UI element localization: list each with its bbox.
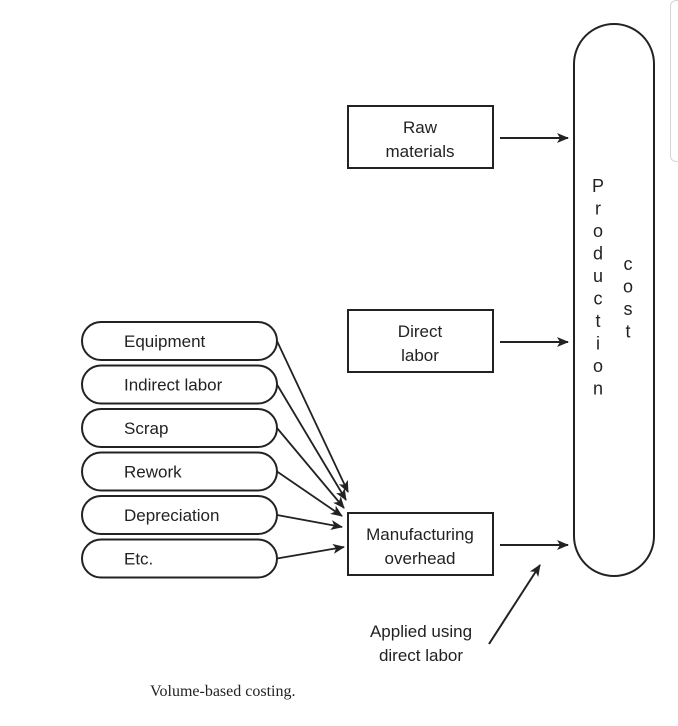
- overhead-item-arrow: [276, 543, 345, 560]
- overhead-item: Scrap: [81, 408, 278, 448]
- overhead-item-label: Scrap: [124, 419, 168, 438]
- overhead-item-arrow: [276, 427, 345, 509]
- overhead-item-label: Etc.: [124, 550, 153, 569]
- annotation-line2: direct labor: [379, 646, 463, 665]
- figure-caption: Volume-based costing.: [150, 683, 296, 700]
- overhead-item: Etc.: [81, 538, 278, 579]
- overhead-item-arrow: [276, 470, 343, 517]
- production-letter: u: [593, 266, 603, 286]
- overhead-item: Depreciation: [81, 495, 278, 535]
- production-letter: i: [596, 334, 600, 354]
- overhead-item-label: Equipment: [124, 332, 206, 351]
- raw-materials-box: Raw materials: [347, 105, 494, 169]
- overhead-label-line1: Manufacturing: [366, 525, 474, 544]
- production-letter: n: [593, 379, 603, 399]
- raw-materials-label-line2: materials: [386, 142, 455, 161]
- cost-label: cost: [623, 254, 633, 342]
- arrow-applied-using: [488, 564, 541, 645]
- production-letter: t: [595, 311, 600, 331]
- production-letter: r: [595, 199, 601, 219]
- overhead-item-arrow: [276, 340, 349, 493]
- production-letter: o: [593, 221, 603, 241]
- overhead-label-line2: overhead: [385, 549, 456, 568]
- overhead-item-arrow: [276, 514, 343, 530]
- production-letter: c: [594, 289, 603, 309]
- production-letter: P: [592, 176, 604, 196]
- production-letter: d: [593, 244, 603, 264]
- cost-letter: o: [623, 277, 633, 297]
- overhead-item-label: Rework: [124, 463, 182, 482]
- applied-using-annotation: Applied using direct labor: [370, 622, 472, 665]
- overhead-item-label: Indirect labor: [124, 376, 223, 395]
- cost-letter: s: [624, 299, 633, 319]
- direct-labor-box: Direct labor: [347, 309, 494, 373]
- cost-letter: c: [624, 254, 633, 274]
- overhead-item: Rework: [81, 451, 278, 492]
- overhead-item: Indirect labor: [81, 364, 278, 405]
- production-letter: o: [593, 356, 603, 376]
- overhead-item-label: Depreciation: [124, 506, 219, 525]
- overhead-arrows: [276, 340, 349, 560]
- side-panel-edge: [670, 0, 678, 162]
- direct-labor-label-line1: Direct: [398, 322, 443, 341]
- cost-letter: t: [625, 322, 630, 342]
- overhead-item: Equipment: [81, 321, 278, 361]
- direct-labor-label-line2: labor: [401, 346, 439, 365]
- overhead-item-arrow: [276, 384, 347, 501]
- manufacturing-overhead-box: Manufacturing overhead: [347, 512, 494, 576]
- annotation-line1: Applied using: [370, 622, 472, 641]
- raw-materials-label-line1: Raw: [403, 118, 438, 137]
